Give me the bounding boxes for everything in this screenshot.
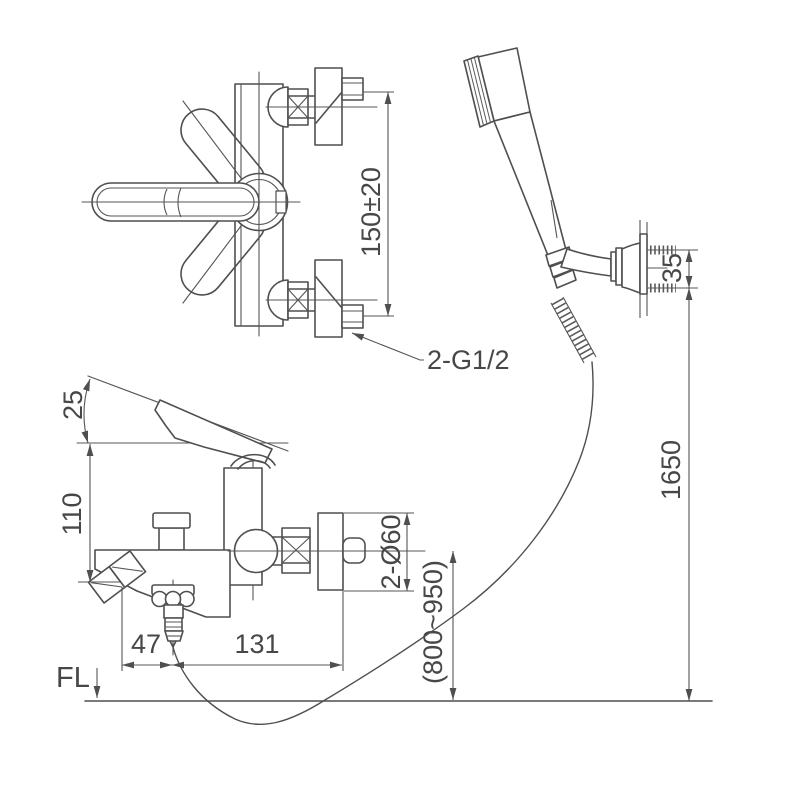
hose-outlet [151, 579, 195, 656]
shower-wand-handle [493, 111, 567, 259]
spout-aerator-face [87, 550, 147, 604]
body-height-label: 110 [57, 492, 87, 535]
screw-spacing-label: 35 [657, 253, 687, 283]
shower-hose [172, 361, 594, 725]
plan-view: 150±20 2-G1/2 [81, 67, 510, 375]
dim-horizontal-offsets: 47 131 [121, 587, 342, 671]
dim-screw-spacing: 35 [657, 249, 698, 289]
wall-bracket: 35 1650 [560, 220, 698, 701]
bracket-flange [639, 233, 648, 295]
thread-spec-label: 2-G1/2 [427, 345, 510, 375]
dim-install-height: (800~950) [418, 551, 457, 700]
diverter-knob [152, 512, 191, 551]
bracket-cone [621, 242, 641, 294]
dim-inlet-spacing: 150±20 [356, 91, 394, 317]
install-height-range-label: (800~950) [418, 560, 448, 684]
thread-spec-callout: 2-G1/2 [351, 332, 510, 375]
spout-offset-label: 47 [131, 629, 161, 659]
hand-shower [463, 47, 597, 364]
dim-body-height: 110 [57, 444, 120, 583]
dim-bracket-height: 1650 [656, 288, 693, 701]
floor-level-label: FL [56, 662, 90, 694]
hose-strain-relief [550, 296, 597, 364]
front-wall-union [227, 512, 426, 591]
handle-angle-label: 25 [58, 390, 88, 420]
floor-reference: FL [56, 662, 713, 702]
plan-bottom-inlet-union [265, 259, 378, 338]
dim-flange-size: 2-Ø60 [344, 512, 414, 592]
dim-inlet-spacing-label: 150±20 [356, 167, 386, 257]
front-view: 25 110 2-Ø60 (800~950) 47 131 [57, 375, 457, 700]
dim-handle-angle: 25 [58, 378, 91, 444]
bracket-height-label: 1650 [656, 440, 686, 500]
front-lever-handle [154, 399, 273, 464]
wall-offset-label: 131 [234, 629, 279, 659]
plan-top-inlet-union [265, 67, 378, 146]
flange-size-label: 2-Ø60 [376, 514, 406, 589]
